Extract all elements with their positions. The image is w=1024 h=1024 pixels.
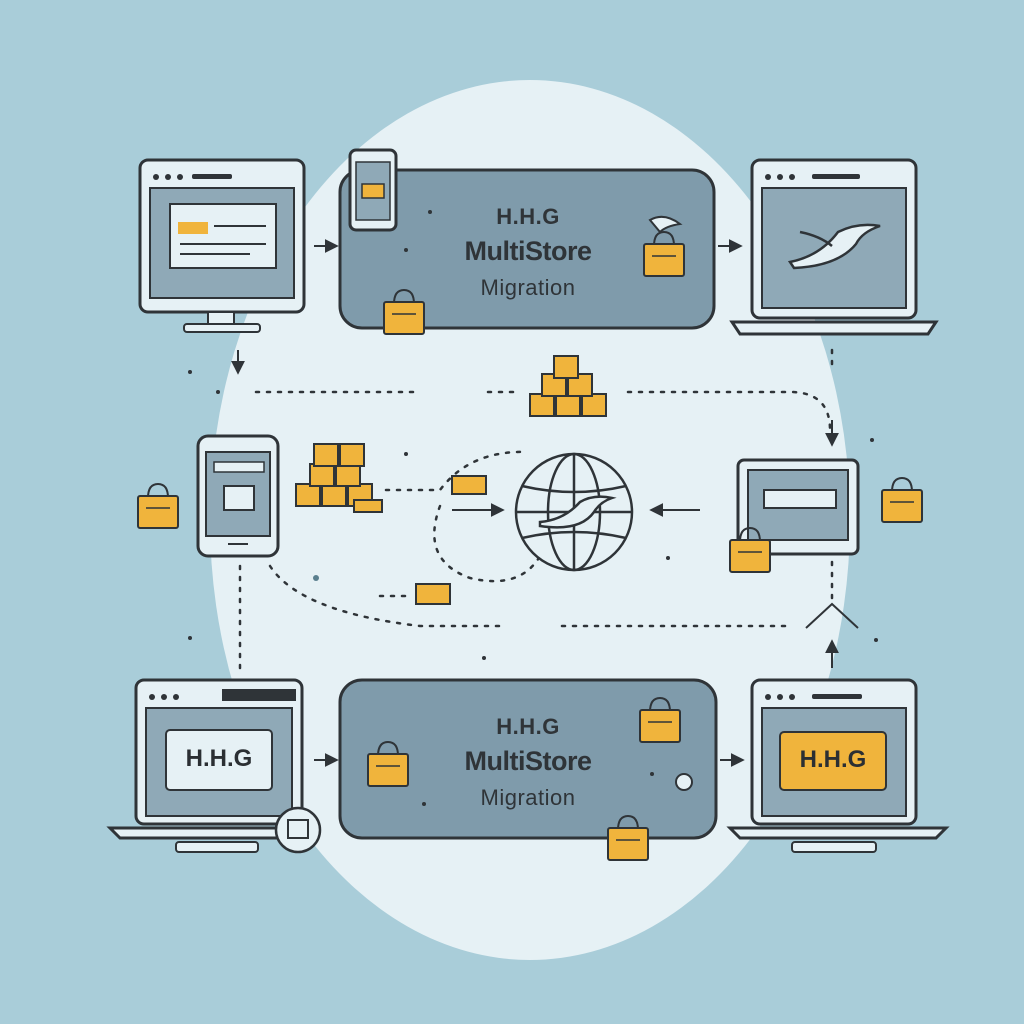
top-migration-panel [338,168,716,330]
bird-icon [648,215,683,234]
shopping-bag-icon [881,477,923,523]
package-icon [415,583,451,605]
package-icon [451,475,487,495]
laptop-icon [106,678,322,854]
smartphone-icon [196,434,280,558]
desktop-monitor-icon [138,158,306,333]
bottom-migration-panel [338,678,718,840]
sparkle-marks [188,248,878,806]
shopping-bag-icon [137,483,179,529]
globe-icon [514,452,634,572]
laptop-icon [726,678,950,853]
boxes-icon [295,443,383,513]
smartphone-icon [348,148,398,232]
dotted-connectors [238,348,834,670]
laptop-icon [729,158,939,336]
desktop-monitor-icon [736,458,860,556]
